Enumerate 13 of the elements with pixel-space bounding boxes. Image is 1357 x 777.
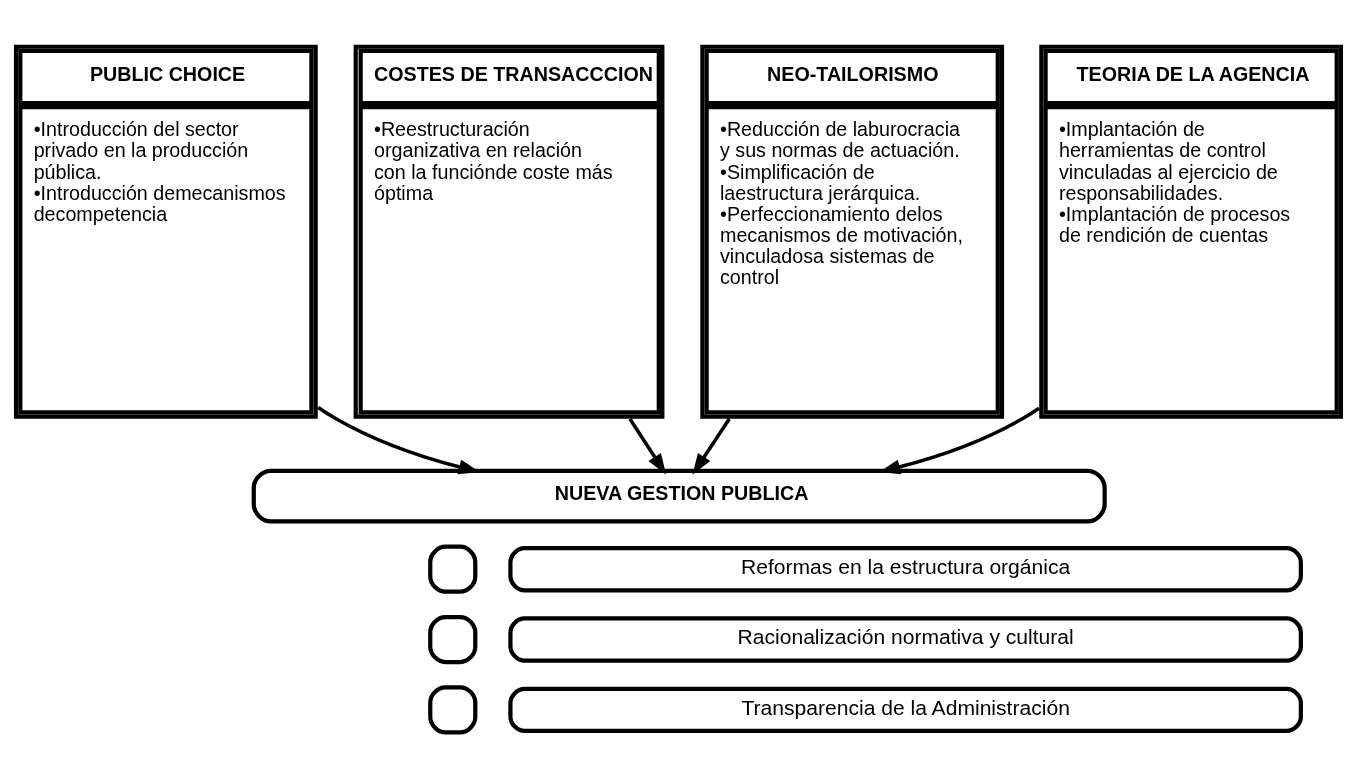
arrow	[628, 418, 667, 475]
node-box	[428, 685, 478, 735]
node-box: TEORIA DE LA AGENCIA •Implantación de herramientas de control vinculadas al ejercicio de responsabilidades. •Implantación de procesos de rendición de cuentas	[1039, 44, 1344, 419]
node-box: NUEVA GESTION PUBLICA	[251, 468, 1107, 524]
node-box: COSTES DE TRANSACCCION •Reestructuración organizativa en relación con la funciónde coste más óptima	[353, 44, 665, 419]
node-box: Transparencia de la Administración	[508, 686, 1303, 734]
arrow	[692, 418, 731, 475]
node-box: NEO-TAILORISMO •Reducción de laburocracia y sus normas de actuación. •Simplificación de laestructura jerárquica. •Perfeccionamiento delos mecanismos de motivación, vinculadosa sistemas de control	[700, 44, 1005, 419]
node-box	[428, 614, 478, 665]
node-box: PUBLIC CHOICE •Introducción del sector privado en la producción pública. •Introducción demecanismos decompetencia	[13, 44, 318, 419]
node-box	[428, 544, 478, 594]
node-box: Reformas en la estructura orgánica	[508, 546, 1303, 593]
node-box: Racionalización normativa y cultural	[508, 616, 1303, 663]
